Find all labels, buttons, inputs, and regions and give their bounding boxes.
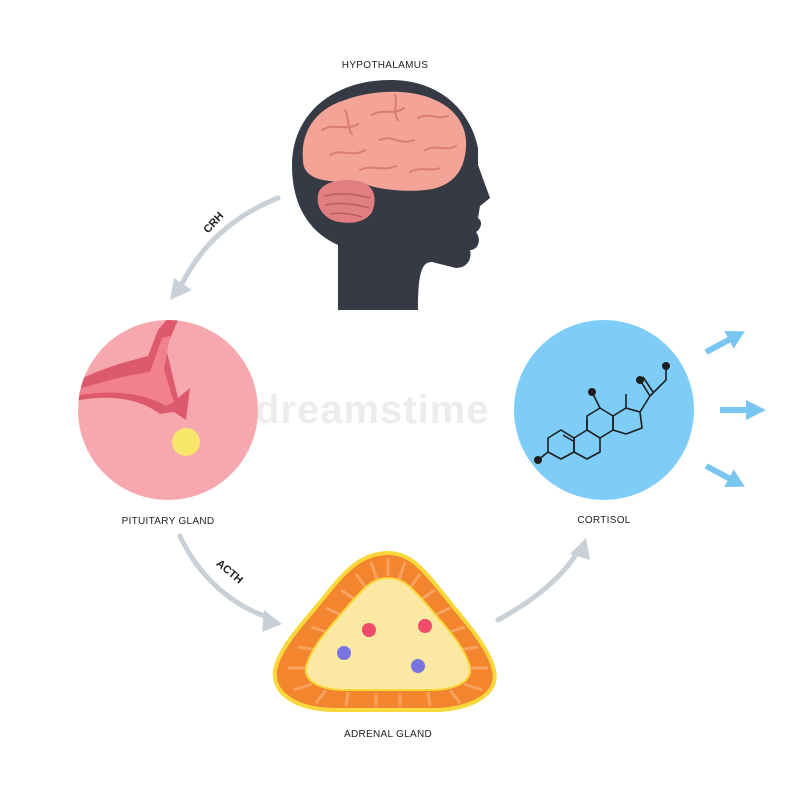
label-pituitary-gland: PITUITARY GLAND <box>121 516 215 527</box>
cycle-arrows <box>177 195 583 623</box>
label-cortisol: CORTISOL <box>577 515 631 526</box>
adrenal-dot-blue-2 <box>411 659 425 673</box>
release-arrow-up <box>704 330 745 355</box>
adrenal-dot-blue-1 <box>337 646 351 660</box>
cortisol-release-arrows <box>704 330 766 488</box>
cycle-arrowheads <box>170 278 590 632</box>
pituitary-gland-dot <box>172 428 200 456</box>
arrow-pituitary-to-adrenal <box>177 533 273 621</box>
pituitary-illustration <box>78 320 258 500</box>
cortisol-molecule-icon <box>537 376 667 461</box>
adrenal-dot-red-2 <box>418 619 432 633</box>
release-arrow-mid <box>720 400 766 420</box>
brain-icon <box>302 91 467 191</box>
label-adrenal-gland: ADRENAL GLAND <box>344 729 432 740</box>
release-arrow-down <box>704 463 745 488</box>
cortisol-illustration <box>514 320 694 500</box>
adrenal-illustration <box>272 550 497 712</box>
cerebellum-icon <box>317 180 375 223</box>
arrow-hypothalamus-to-pituitary <box>177 195 281 291</box>
arrow-adrenal-to-cortisol <box>495 545 583 623</box>
adrenal-dot-red-1 <box>362 623 376 637</box>
label-hypothalamus: HYPOTHALAMUS <box>341 60 429 71</box>
watermark-text: dreamstime <box>255 388 490 432</box>
adrenal-cortex-stripes <box>288 558 488 707</box>
